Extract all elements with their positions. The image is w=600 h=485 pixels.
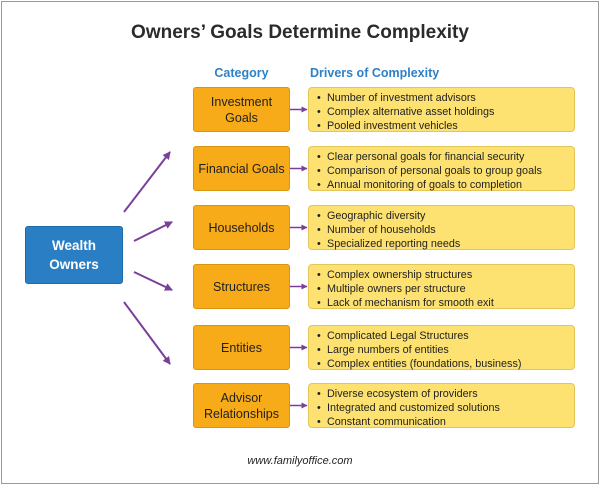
driver-item: Annual monitoring of goals to completion — [317, 178, 568, 192]
wealth-to-category-arrow — [133, 221, 173, 242]
category-box-investment-goals: Investment Goals — [193, 87, 290, 132]
driver-item: Large numbers of entities — [317, 343, 568, 357]
driver-item: Specialized reporting needs — [317, 237, 568, 251]
drivers-column-header: Drivers of Complexity — [310, 66, 440, 80]
driver-item: Complex entities (foundations, business) — [317, 357, 568, 371]
category-box-financial-goals: Financial Goals — [193, 146, 290, 191]
diagram-title: Owners’ Goals Determine Complexity — [131, 22, 469, 43]
driver-item: Complex alternative asset holdings — [317, 105, 568, 119]
drivers-box-financial-goals: Clear personal goals for financial secur… — [308, 146, 575, 191]
category-box-households: Households — [193, 205, 290, 250]
category-box-structures: Structures — [193, 264, 290, 309]
category-box-advisor-relationships: Advisor Relationships — [193, 383, 290, 428]
driver-item: Constant communication — [317, 415, 568, 429]
wealth-owners-box: Wealth Owners — [25, 226, 123, 284]
drivers-box-households: Geographic diversity Number of household… — [308, 205, 575, 250]
footer-source-url: www.familyoffice.com — [247, 455, 353, 467]
category-column-header: Category — [214, 66, 269, 80]
driver-item: Complicated Legal Structures — [317, 329, 568, 343]
driver-item: Comparison of personal goals to group go… — [317, 164, 568, 178]
drivers-box-entities: Complicated Legal Structures Large numbe… — [308, 325, 575, 370]
driver-item: Geographic diversity — [317, 209, 568, 223]
wealth-to-category-arrow — [123, 301, 171, 365]
drivers-box-advisor-relationships: Diverse ecosystem of providers Integrate… — [308, 383, 575, 428]
driver-item: Number of households — [317, 223, 568, 237]
wealth-to-category-arrow — [133, 271, 173, 291]
category-box-entities: Entities — [193, 325, 290, 370]
driver-item: Clear personal goals for financial secur… — [317, 150, 568, 164]
driver-item: Pooled investment vehicles — [317, 119, 568, 133]
driver-item: Integrated and customized solutions — [317, 401, 568, 415]
driver-item: Diverse ecosystem of providers — [317, 387, 568, 401]
drivers-box-structures: Complex ownership structures Multiple ow… — [308, 264, 575, 309]
driver-item: Complex ownership structures — [317, 268, 568, 282]
drivers-box-investment-goals: Number of investment advisors Complex al… — [308, 87, 575, 132]
driver-item: Number of investment advisors — [317, 91, 568, 105]
wealth-to-category-arrow — [123, 151, 171, 213]
driver-item: Multiple owners per structure — [317, 282, 568, 296]
driver-item: Lack of mechanism for smooth exit — [317, 296, 568, 310]
